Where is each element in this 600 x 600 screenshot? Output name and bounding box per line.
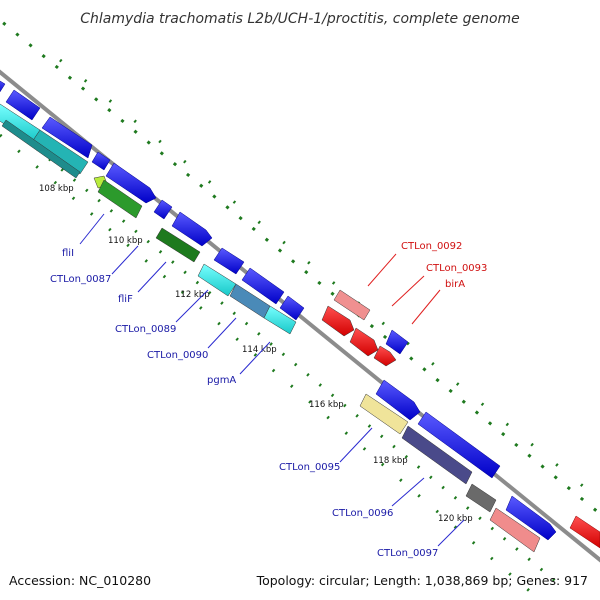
gene-block bbox=[1, 119, 81, 179]
tick-label-118: 118 kbp bbox=[373, 456, 408, 466]
gene-block bbox=[489, 507, 541, 553]
map-title: Chlamydia trachomatis L2b/UCH-1/proctiti… bbox=[80, 11, 520, 27]
gene-block bbox=[31, 129, 89, 175]
leader-line bbox=[367, 253, 397, 287]
tick-label-114: 114 kbp bbox=[242, 345, 277, 355]
gene-label-ctlon-0097: CTLon_0097 bbox=[377, 548, 438, 559]
gene-block bbox=[375, 379, 421, 421]
gene-label-ctlon-0090: CTLon_0090 bbox=[147, 350, 208, 361]
gene-block bbox=[97, 179, 143, 219]
gene-label-ctlon-0093: CTLon_0093 bbox=[426, 263, 487, 274]
outer-guide-2 bbox=[59, 58, 600, 502]
gene-label-ctlon-0095: CTLon_0095 bbox=[279, 462, 340, 473]
tick-label-110: 110 kbp bbox=[108, 236, 143, 246]
tick-label-112: 112 kbp bbox=[175, 290, 210, 300]
forward-strand-genes bbox=[0, 80, 600, 549]
gene-block bbox=[105, 162, 157, 204]
gene-block bbox=[5, 89, 41, 121]
leader-line bbox=[137, 261, 167, 293]
gene-block bbox=[385, 329, 409, 355]
leader-line bbox=[207, 317, 237, 349]
gene-block bbox=[359, 393, 409, 435]
gene-block bbox=[241, 267, 285, 305]
leader-line bbox=[411, 289, 441, 325]
tick-label-120: 120 kbp bbox=[438, 514, 473, 524]
gene-block bbox=[321, 305, 355, 337]
genome-backbone bbox=[0, 69, 600, 563]
genome-summary-text: Topology: circular; Length: 1,038,869 bp… bbox=[256, 573, 588, 588]
leader-line bbox=[239, 341, 271, 375]
gene-block bbox=[0, 80, 6, 93]
leader-line bbox=[339, 427, 373, 463]
inner-guide-2 bbox=[0, 133, 541, 600]
gene-labels: fliI CTLon_0087 fliF CTLon_0089 CTLon_00… bbox=[50, 241, 487, 559]
accession-text: Accession: NC_010280 bbox=[9, 573, 151, 588]
gene-block bbox=[417, 411, 501, 479]
tick-label-116: 116 kbp bbox=[309, 400, 344, 410]
gene-block bbox=[171, 211, 213, 247]
reverse-strand-genes bbox=[0, 103, 541, 553]
leader-lines-red bbox=[367, 253, 441, 325]
leader-line bbox=[175, 289, 209, 323]
leader-line bbox=[79, 213, 105, 245]
gene-block bbox=[279, 295, 305, 321]
leader-line bbox=[437, 519, 465, 547]
gene-block bbox=[153, 199, 173, 220]
gene-label-ctlon-0096: CTLon_0096 bbox=[332, 508, 393, 519]
tick-labels: 108 kbp 110 kbp 112 kbp 114 kbp 116 kbp … bbox=[39, 184, 473, 524]
gene-block bbox=[155, 227, 201, 263]
inner-guide-1 bbox=[0, 116, 561, 587]
inner-dotted-guides bbox=[0, 116, 561, 600]
gene-label-pgma: pgmA bbox=[207, 375, 236, 386]
gene-block bbox=[213, 247, 245, 275]
gene-label-flif: fliF bbox=[118, 294, 133, 305]
gene-block bbox=[333, 289, 371, 321]
gene-block bbox=[91, 151, 111, 171]
outer-dotted-guides bbox=[0, 18, 600, 516]
gene-block bbox=[465, 483, 497, 513]
gene-block bbox=[41, 116, 93, 159]
gene-block bbox=[373, 345, 397, 367]
leader-line bbox=[111, 245, 139, 275]
tick-label-108: 108 kbp bbox=[39, 184, 74, 194]
gene-block bbox=[197, 263, 237, 297]
leader-lines-blue bbox=[79, 213, 465, 547]
gene-block bbox=[569, 515, 600, 549]
gene-label-ctlon-0089: CTLon_0089 bbox=[115, 324, 176, 335]
leader-line bbox=[391, 275, 425, 307]
gene-block bbox=[349, 327, 379, 357]
outer-guide-1 bbox=[0, 18, 600, 516]
gene-label-bira: birA bbox=[445, 279, 465, 290]
leader-line bbox=[391, 477, 425, 507]
gene-label-flii: fliI bbox=[62, 248, 74, 259]
gene-block bbox=[263, 305, 297, 335]
gene-label-ctlon-0087: CTLon_0087 bbox=[50, 274, 111, 285]
gene-block bbox=[401, 425, 473, 485]
gene-block bbox=[505, 495, 557, 541]
gene-label-ctlon-0092: CTLon_0092 bbox=[401, 241, 462, 252]
